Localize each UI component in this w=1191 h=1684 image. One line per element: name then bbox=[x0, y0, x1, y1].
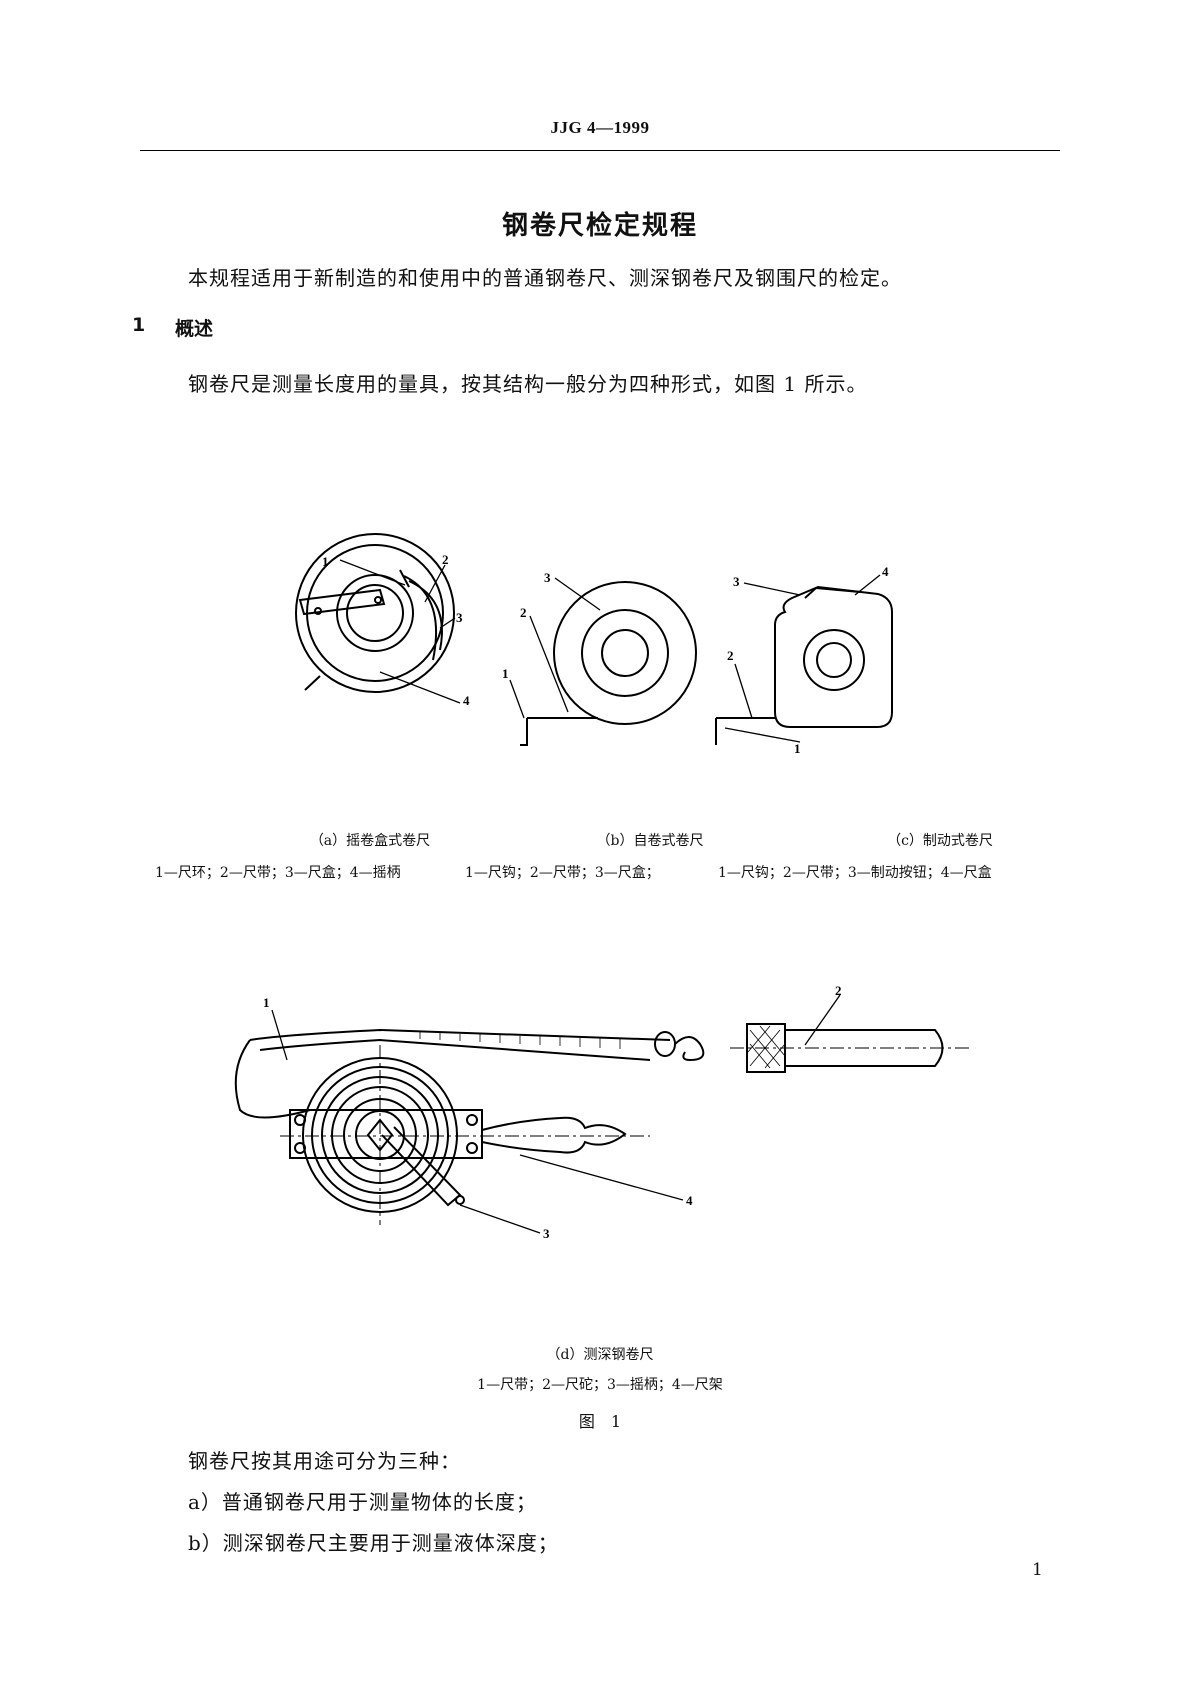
caption-a: （a）摇卷盒式卷尺 bbox=[309, 833, 431, 849]
label-b-2: 2 bbox=[520, 605, 527, 620]
drawing-d-depth-tape bbox=[234, 1023, 944, 1213]
caption-d: （d）测深钢卷尺 bbox=[546, 1347, 654, 1363]
overview-paragraph: 钢卷尺是测量长度用的量具，按其结构一般分为四种形式，如图 1 所示。 bbox=[188, 372, 868, 396]
usage-paragraph: 钢卷尺按其用途可分为三种： bbox=[188, 1449, 461, 1473]
drawing-b-self-rewinding-tape bbox=[520, 581, 697, 746]
legend-d: 1—尺带；2—尺砣；3—摇柄；4—尺架 bbox=[477, 1377, 723, 1393]
drawing-a-reel-case-tape bbox=[295, 533, 455, 693]
labels-a: 1 2 3 4 bbox=[322, 552, 470, 708]
leaders-c bbox=[724, 574, 881, 743]
label-c-1: 1 bbox=[794, 741, 801, 756]
section-heading: 概述 bbox=[175, 318, 214, 340]
label-b-1: 1 bbox=[502, 666, 509, 681]
label-a-4: 4 bbox=[463, 693, 470, 708]
label-b-3: 3 bbox=[544, 570, 551, 585]
document-title: 钢卷尺检定规程 bbox=[501, 211, 698, 241]
label-a-3: 3 bbox=[456, 610, 463, 625]
figure-label: 图 1 bbox=[578, 1412, 622, 1431]
tape-graduations bbox=[419, 1032, 621, 1049]
legend-a: 1—尺环；2—尺带；3—尺盒；4—摇柄 bbox=[155, 865, 401, 881]
caption-c: （c）制动式卷尺 bbox=[887, 833, 993, 849]
label-d-4: 4 bbox=[686, 1193, 693, 1208]
list-item-b: b）测深钢卷尺主要用于测量液体深度； bbox=[188, 1531, 559, 1555]
label-c-3: 3 bbox=[733, 574, 740, 589]
caption-b: （b）自卷式卷尺 bbox=[596, 833, 704, 849]
labels-d: 1 2 4 3 bbox=[263, 983, 842, 1241]
document-header: JJG 4—1999 bbox=[550, 118, 650, 137]
drawing-c-locking-tape bbox=[715, 585, 893, 745]
labels-c: 3 4 2 1 bbox=[727, 564, 889, 756]
label-d-3: 3 bbox=[543, 1226, 550, 1241]
leaders-b bbox=[509, 577, 601, 719]
centerlines-d bbox=[280, 1045, 970, 1225]
label-d-1: 1 bbox=[263, 995, 270, 1010]
legend-b: 1—尺钩；2—尺带；3—尺盒； bbox=[465, 865, 660, 881]
legend-c: 1—尺钩；2—尺带；3—制动按钮；4—尺盒 bbox=[718, 865, 992, 881]
labels-b: 3 2 1 bbox=[502, 570, 551, 681]
label-c-4: 4 bbox=[882, 564, 889, 579]
page-number: 1 bbox=[1032, 1560, 1043, 1580]
knurl-pattern bbox=[747, 1025, 786, 1069]
label-d-2: 2 bbox=[835, 983, 842, 998]
label-c-2: 2 bbox=[727, 648, 734, 663]
intro-paragraph: 本规程适用于新制造的和使用中的普通钢卷尺、测深钢卷尺及钢围尺的检定。 bbox=[188, 266, 902, 290]
header-rule bbox=[140, 150, 1060, 151]
label-a-1: 1 bbox=[322, 554, 329, 569]
label-a-2: 2 bbox=[442, 552, 449, 567]
section-number: 1 bbox=[132, 314, 146, 336]
leaders-d bbox=[271, 994, 841, 1234]
list-item-a: a）普通钢卷尺用于测量物体的长度； bbox=[188, 1490, 537, 1514]
leaders-a bbox=[339, 559, 461, 704]
